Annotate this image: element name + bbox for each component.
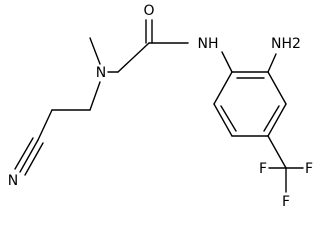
atom-label-nitrile-n: N — [8, 173, 18, 189]
bond-amine-methyl — [89, 37, 101, 65]
bond-ring-cf3 — [267, 135, 287, 169]
atom-label-amide-nh: NH — [198, 36, 219, 52]
atom-label-amine-nh2: NH2 — [271, 36, 301, 52]
ring-bond-5 — [213, 103, 233, 137]
atom-label-layer: O NH NH2 N N F F F — [8, 3, 313, 210]
bond-chain-nitrile-carbon — [37, 109, 53, 141]
ring-inner-bond-c — [220, 105, 237, 132]
atom-label-oxygen: O — [143, 3, 154, 19]
ring-bond-2 — [267, 71, 287, 105]
molecule-drawing: O NH NH2 N N F F F — [8, 3, 313, 210]
atom-label-tertiary-amine: N — [96, 65, 106, 81]
atom-label-fluorine-bottom: F — [282, 194, 290, 210]
bond-amide-ring — [221, 51, 233, 73]
structure-canvas: O NH NH2 N N F F F — [7, 3, 314, 210]
bond-carbonyl-ch2 — [117, 42, 150, 73]
ring-inner-bond-b — [263, 105, 280, 132]
bond-nitrile-triple-a — [19, 139, 39, 173]
bond-amine-ethyl — [89, 81, 101, 111]
atom-label-fluorine-left: F — [259, 161, 267, 177]
ring-bond-3 — [267, 103, 287, 137]
ring-bond-6 — [213, 71, 233, 105]
atom-label-fluorine-right: F — [305, 161, 313, 177]
bond-nitrile-triple-b — [14, 137, 34, 170]
bond-ring-amine — [267, 53, 277, 73]
bond-layer — [14, 19, 304, 193]
bond-nitrile-triple-c — [24, 142, 44, 176]
